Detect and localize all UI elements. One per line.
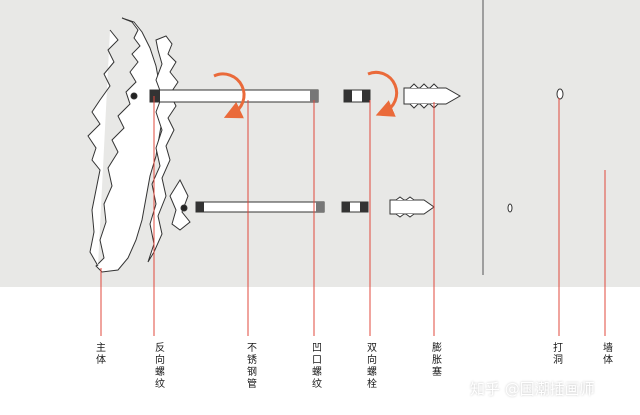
rotation-arrow-tube [213,72,246,119]
expansion-plug-top [403,83,462,109]
expansion-plug-bottom [389,196,435,218]
label-main-body: 主体 [96,343,106,366]
double-bolt-top [343,89,371,103]
drill-hole-bottom [507,203,513,213]
steel-tube-bottom [195,201,325,213]
label-expansion-plug: 膨胀塞 [432,343,442,378]
leader-lines [100,96,606,336]
main-body-illustration [87,17,191,273]
rotation-arrow-bolt [367,70,399,117]
label-double-bolt: 双向螺栓 [367,343,377,390]
label-recess-thread: 凹口螺纹 [312,343,322,390]
drill-hole-top [556,88,564,100]
double-bolt-bottom [341,201,369,213]
label-steel-tube: 不锈钢管 [247,343,257,390]
steel-tube-top [149,89,319,103]
watermark: 知乎 @国潮插画师 [470,380,595,398]
label-drill-hole: 打洞 [553,343,563,366]
label-reverse-thread: 反向螺纹 [155,343,165,390]
label-wall: 墙体 [603,343,613,366]
